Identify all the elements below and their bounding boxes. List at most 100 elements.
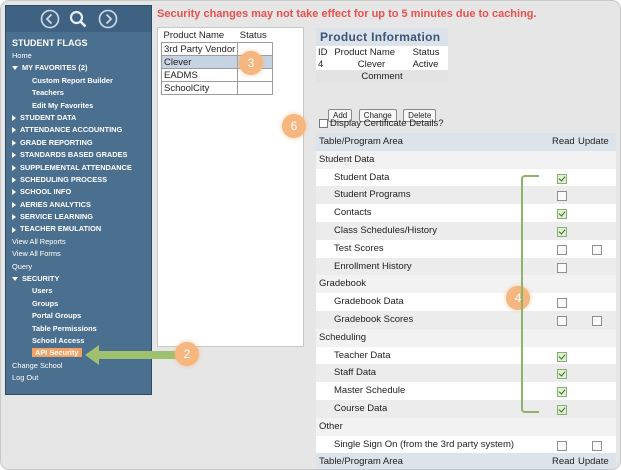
sidebar-item-label: SERVICE LEARNING (20, 212, 93, 222)
sidebar-item-view-all-forms[interactable]: View All Forms (6, 248, 151, 260)
annotation-badge-2: 2 (175, 342, 199, 366)
sidebar-item-view-all-reports[interactable]: View All Reports (6, 236, 151, 248)
sidebar-item-edit-my-favorites[interactable]: Edit My Favorites (6, 100, 151, 112)
caret-down-icon (12, 66, 18, 71)
annotation-bracket (521, 175, 539, 413)
caret-right-icon (12, 176, 16, 183)
sidebar-item-home[interactable]: Home (6, 50, 151, 62)
read-checkbox[interactable] (557, 315, 567, 326)
certificate-checkbox[interactable] (319, 118, 328, 128)
sidebar-item-api-security[interactable]: API Security (6, 347, 151, 359)
sidebar-item-groups[interactable]: Groups (6, 298, 151, 310)
certificate-option[interactable]: Display Certificate Details? (319, 118, 444, 129)
update-checkbox[interactable] (592, 244, 602, 255)
read-checkbox[interactable] (557, 226, 567, 237)
product-information-table: ID Product Name Status 4 Clever Active C… (316, 46, 448, 82)
forward-icon[interactable] (98, 9, 118, 29)
sidebar-item-supplemental-attendance[interactable]: SUPPLEMENTAL ATTENDANCE (6, 162, 151, 174)
sidebar-item-label: SECURITY (22, 274, 60, 284)
caret-right-icon (12, 152, 16, 159)
sidebar-item-grade-reporting[interactable]: GRADE REPORTING (6, 137, 151, 149)
permission-label: Scheduling (319, 331, 367, 343)
sidebar-item-my-favorites-2[interactable]: MY FAVORITES (2) (6, 62, 151, 74)
read-checkbox[interactable] (557, 440, 567, 451)
permission-label: Gradebook Data (334, 296, 404, 308)
permission-row-teacher-data: Teacher Data (316, 346, 616, 365)
product-information-panel: Product Information ID Product Name Stat… (316, 28, 448, 103)
sidebar-item-student-flags: STUDENT FLAGS (6, 36, 151, 50)
sidebar-item-label: Groups (32, 298, 59, 308)
permission-label: Class Schedules/History (334, 224, 437, 236)
add-button[interactable]: Add (328, 109, 353, 122)
permission-label: Student Programs (334, 189, 411, 201)
header-read: Read (552, 136, 575, 147)
read-checkbox[interactable] (557, 298, 567, 309)
change-button[interactable]: Change (358, 109, 397, 122)
vendor-row-schoolcity[interactable]: SchoolCity (160, 81, 274, 95)
sidebar-item-service-learning[interactable]: SERVICE LEARNING (6, 211, 151, 223)
vendor-name[interactable]: 3rd Party Vendor (160, 42, 239, 56)
read-checkbox[interactable] (557, 351, 567, 362)
caret-right-icon (12, 214, 16, 221)
permission-row-student-data: Student Data (316, 168, 616, 187)
sidebar-item-label: STUDENT FLAGS (12, 38, 88, 48)
permission-row-enrollment-history: Enrollment History (316, 257, 616, 276)
sidebar-item-school-access[interactable]: School Access (6, 335, 151, 347)
sidebar-item-aeries-analytics[interactable]: AERIES ANALYTICS (6, 199, 151, 211)
sidebar-item-school-info[interactable]: SCHOOL INFO (6, 186, 151, 198)
sidebar-item-table-permissions[interactable]: Table Permissions (6, 323, 151, 335)
pi-name: Clever (332, 58, 411, 70)
sidebar-item-log-out[interactable]: Log Out (6, 372, 151, 384)
sidebar-item-users[interactable]: Users (6, 285, 151, 297)
vendor-name[interactable]: EADMS (160, 68, 239, 82)
sidebar-item-label: SCHOOL INFO (20, 187, 72, 197)
vendor-header-status: Status (239, 30, 267, 41)
sidebar-item-student-data[interactable]: STUDENT DATA (6, 112, 151, 124)
pi-comment-label: Comment (316, 70, 448, 82)
sidebar-item-attendance-accounting[interactable]: ATTENDANCE ACCOUNTING (6, 124, 151, 136)
update-checkbox[interactable] (592, 315, 602, 326)
delete-button[interactable]: Delete (403, 109, 437, 122)
sidebar-item-label: ATTENDANCE ACCOUNTING (20, 125, 123, 135)
read-checkbox[interactable] (557, 191, 567, 202)
read-checkbox[interactable] (557, 209, 567, 220)
vendor-name[interactable]: SchoolCity (160, 81, 239, 95)
annotation-badge-4: 4 (506, 286, 530, 310)
sidebar-item-change-school[interactable]: Change School (6, 360, 151, 372)
read-checkbox[interactable] (557, 387, 567, 398)
sidebar-item-portal-groups[interactable]: Portal Groups (6, 310, 151, 322)
read-checkbox[interactable] (557, 262, 567, 273)
caret-down-icon (12, 277, 18, 282)
sidebar-item-label: STANDARDS BASED GRADES (20, 150, 128, 160)
sidebar-item-label: Teachers (32, 88, 64, 98)
permission-label: Course Data (334, 402, 388, 414)
sidebar-item-label: School Access (32, 335, 85, 345)
permission-row-staff-data: Staff Data (316, 364, 616, 383)
sidebar-item-security[interactable]: SECURITY (6, 273, 151, 285)
header-area: Table/Program Area (319, 136, 403, 147)
sidebar-item-custom-report-builder[interactable]: Custom Report Builder (6, 75, 151, 87)
sidebar-item-teachers[interactable]: Teachers (6, 87, 151, 99)
read-checkbox[interactable] (557, 173, 567, 184)
back-icon[interactable] (40, 9, 60, 29)
read-checkbox[interactable] (557, 244, 567, 255)
update-checkbox[interactable] (592, 440, 602, 451)
read-checkbox[interactable] (557, 404, 567, 415)
permission-group-scheduling: Scheduling (316, 328, 616, 347)
read-checkbox[interactable] (557, 369, 567, 380)
sidebar-item-label: Change School (12, 360, 63, 370)
pi-id: 4 (316, 58, 333, 70)
permission-row-gradebook-data: Gradebook Data (316, 293, 616, 311)
sidebar-item-label: View All Reports (12, 236, 66, 246)
search-icon[interactable] (68, 9, 88, 29)
vendor-name[interactable]: Clever (160, 55, 239, 69)
sidebar-item-scheduling-process[interactable]: SCHEDULING PROCESS (6, 174, 151, 186)
permission-label: Student Data (319, 153, 375, 165)
sidebar-item-query[interactable]: Query (6, 261, 151, 273)
sidebar-item-teacher-emulation[interactable]: TEACHER EMULATION (6, 223, 151, 235)
sidebar-item-standards-based-grades[interactable]: STANDARDS BASED GRADES (6, 149, 151, 161)
